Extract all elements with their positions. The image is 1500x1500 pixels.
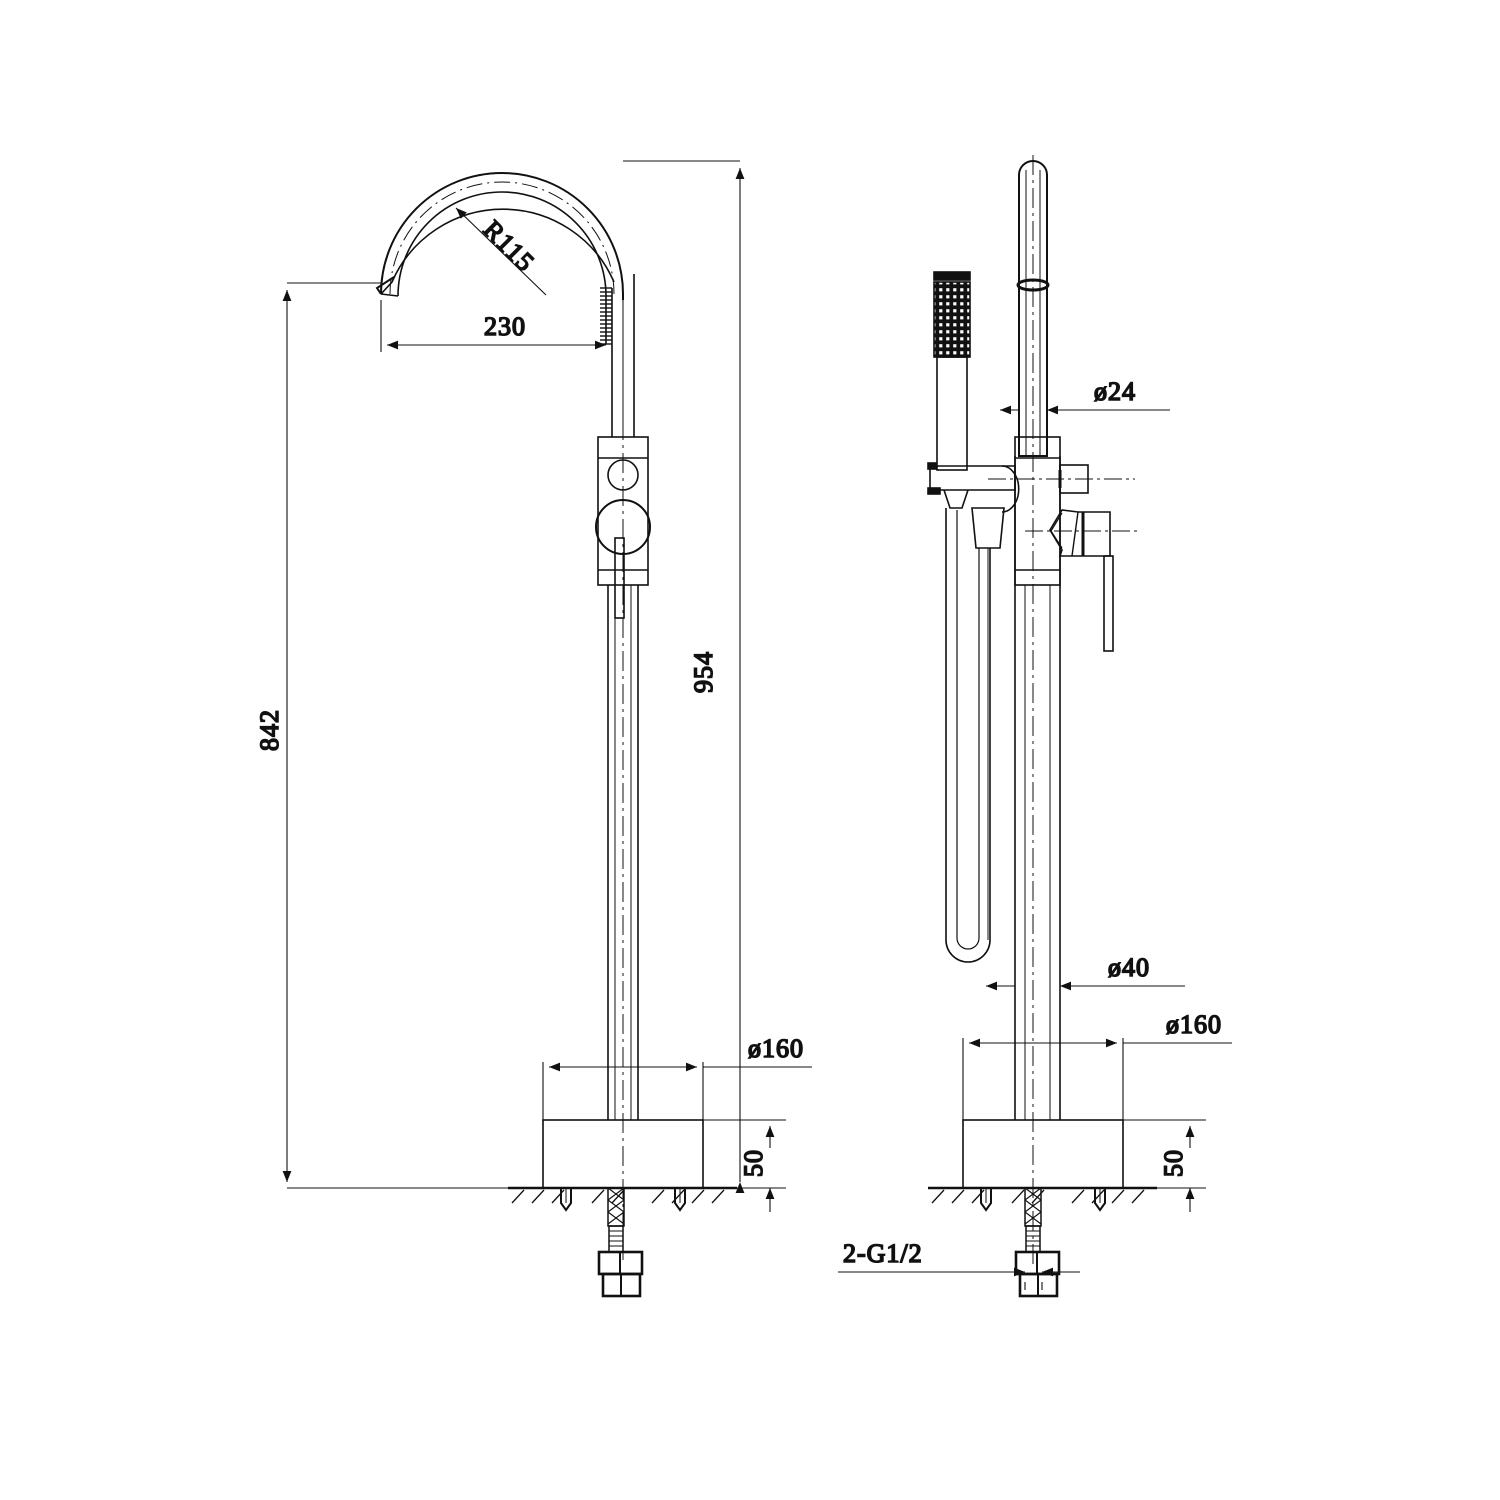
dim-label-954: 954: [689, 651, 718, 693]
spout-neck: [611, 274, 635, 437]
dim-label-d160-side: ø160: [1166, 1010, 1222, 1039]
dim-230: [380, 300, 613, 352]
dim-label-2g12: 2-G1/2: [843, 1239, 923, 1268]
dim-R115: [455, 207, 547, 296]
hex-nut: [1014, 1250, 1061, 1276]
gooseneck-spout: [380, 172, 624, 344]
angled-spout-outlet: [375, 276, 395, 295]
shower-hose-loop: [945, 508, 991, 963]
dim-label-50-front: 50: [739, 1149, 768, 1177]
flexible-inlet-hose: [1024, 1187, 1042, 1253]
dim-842: [282, 282, 508, 1189]
dim-label-230: 230: [484, 312, 526, 341]
riser-column: [607, 585, 639, 1120]
dim-50-side: [1123, 1119, 1206, 1212]
hex-nut: [597, 1250, 644, 1276]
anchor-bolt: [674, 1188, 686, 1212]
dim-d160-side: [962, 1038, 1232, 1125]
dim-50-front: [703, 1119, 786, 1212]
anchor-bolt: [1094, 1188, 1106, 1212]
hex-nut: [1018, 1272, 1059, 1298]
dim-2g12: [838, 1267, 1080, 1290]
handshower-handle: [936, 356, 968, 471]
dim-label-d160-front: ø160: [748, 1034, 804, 1063]
anchor-bolt: [980, 1188, 992, 1212]
side-lever-handle: [1049, 509, 1114, 652]
dim-954: [623, 160, 745, 1193]
dim-label-R115: R115: [478, 215, 541, 278]
handshower-spray-face: [933, 271, 971, 358]
floor-flange-base: [962, 1119, 1124, 1189]
side-view: ø24 ø40 ø160 50: [838, 155, 1232, 1298]
hex-nut: [601, 1272, 642, 1298]
dim-label-d40: ø40: [1108, 953, 1150, 982]
front-view: 842 954 230 R115 ø160: [254, 160, 812, 1298]
dim-label-d24: ø24: [1094, 377, 1136, 406]
dim-label-50-side: 50: [1159, 1149, 1188, 1177]
spout-knurl: [600, 287, 612, 345]
anchor-bolt: [560, 1188, 572, 1212]
mixer-lever-handle: [614, 537, 625, 619]
riser-column: [1014, 456, 1061, 1120]
mixer-body-side: [1014, 436, 1061, 586]
dim-label-842: 842: [255, 709, 284, 751]
floor-hatching: [928, 1186, 1157, 1204]
spout-centreline: [389, 181, 615, 295]
flexible-inlet-hose: [607, 1187, 625, 1253]
handshower-holder: [971, 507, 1005, 549]
dim-d160-front: [542, 1062, 812, 1125]
